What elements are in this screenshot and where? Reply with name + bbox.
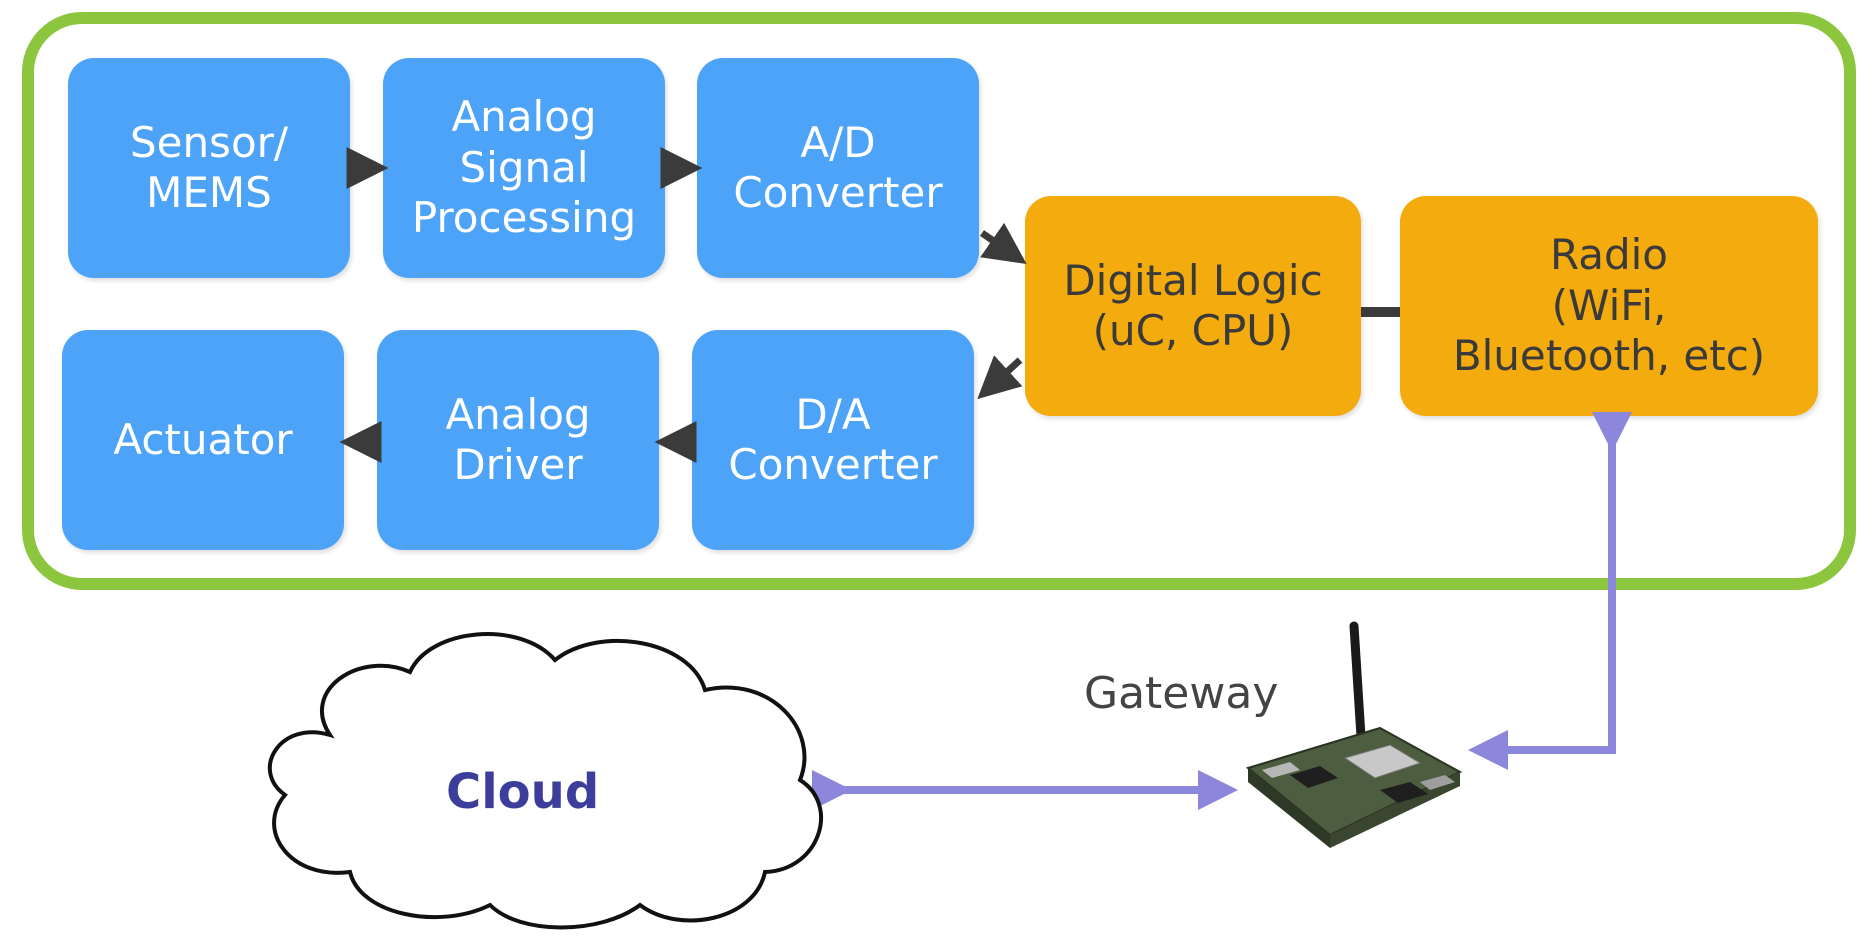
sensor-mems-label: Sensor/ MEMS	[129, 117, 289, 217]
cloud-icon	[267, 632, 824, 930]
arrow-digital-logic-to-dac	[977, 355, 1023, 400]
analog-driver-label: Analog Driver	[445, 389, 591, 489]
analog-driver-block: Analog Driver	[377, 330, 659, 550]
analog-signal-processing-block: Analog Signal Processing	[383, 58, 665, 278]
ad-converter-block: A/D Converter	[697, 58, 979, 278]
gateway-board-icon	[1245, 621, 1463, 848]
gateway-label: Gateway	[1084, 668, 1279, 719]
actuator-label: Actuator	[113, 414, 293, 464]
ad-converter-label: A/D Converter	[733, 117, 943, 217]
radio-label: Radio (WiFi, Bluetooth, etc)	[1452, 230, 1766, 381]
sensor-mems-block: Sensor/ MEMS	[68, 58, 350, 278]
arrow-radio-to-gateway	[1468, 412, 1632, 770]
cloud-label: Cloud	[446, 764, 600, 820]
actuator-block: Actuator	[62, 330, 344, 550]
digital-logic-label: Digital Logic (uC, CPU)	[1063, 255, 1323, 355]
radio-block: Radio (WiFi, Bluetooth, etc)	[1400, 196, 1818, 416]
da-converter-block: D/A Converter	[692, 330, 974, 550]
arrow-adc-to-digital-logic	[980, 222, 1027, 264]
da-converter-label: D/A Converter	[728, 389, 938, 489]
analog-signal-processing-label: Analog Signal Processing	[411, 92, 637, 243]
digital-logic-block: Digital Logic (uC, CPU)	[1025, 196, 1361, 416]
